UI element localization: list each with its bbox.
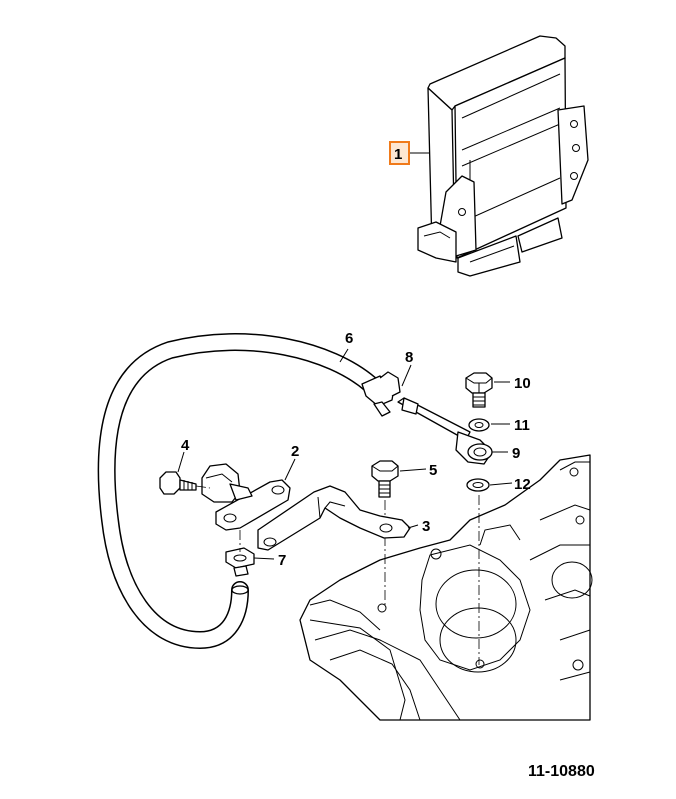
callout-1-highlight	[389, 141, 410, 165]
clip-7[interactable]	[225, 547, 255, 577]
banjo-fitting-9[interactable]	[455, 431, 493, 465]
ecu-module[interactable]	[417, 35, 589, 277]
figure-id: 11-10880	[528, 763, 595, 780]
pipe-tube[interactable]	[397, 397, 471, 441]
engine-block	[299, 454, 593, 721]
callout-4: 4	[181, 437, 190, 454]
callout-10: 10	[514, 375, 531, 392]
bolt-4[interactable]	[159, 471, 197, 495]
washer-11[interactable]	[468, 418, 490, 432]
callout-1: 1	[394, 146, 402, 163]
washer-12[interactable]	[466, 478, 490, 492]
callout-3: 3	[422, 518, 430, 535]
clamp-8[interactable]	[361, 371, 401, 417]
callout-5: 5	[429, 462, 437, 479]
callout-12: 12	[514, 476, 531, 493]
hose[interactable]	[97, 333, 379, 650]
bolt-5[interactable]	[371, 460, 399, 498]
bracket-2[interactable]	[215, 479, 291, 531]
callout-6: 6	[345, 330, 353, 347]
bracket-3[interactable]	[257, 485, 411, 551]
sensor[interactable]	[201, 463, 253, 503]
callout-11: 11	[514, 417, 530, 434]
callout-2: 2	[291, 443, 299, 460]
callout-7: 7	[278, 552, 286, 569]
callout-9: 9	[512, 445, 520, 462]
bolt-10[interactable]	[465, 372, 493, 408]
callout-8: 8	[405, 349, 413, 366]
